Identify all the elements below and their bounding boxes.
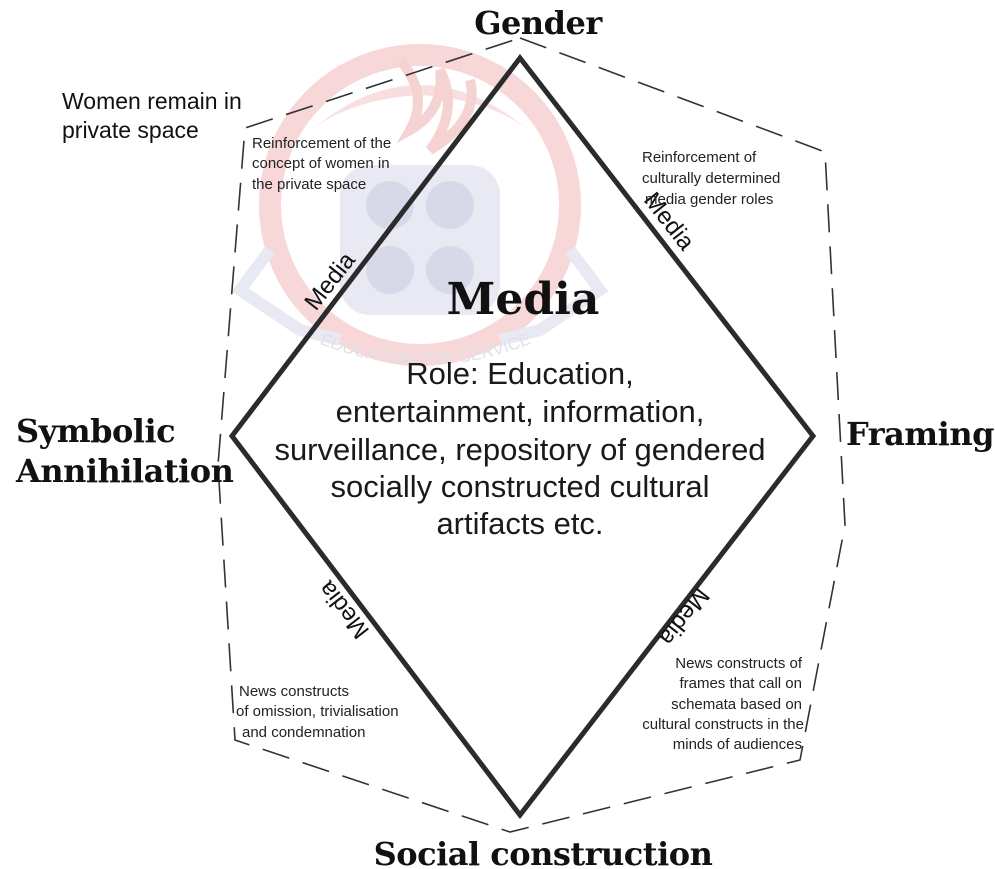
- node-social-construction: Social construction: [374, 835, 713, 869]
- annotation-bottom-right: cultural constructs in the: [642, 716, 804, 733]
- university-crest-icon: EDUCATION FOR SERVICE: [231, 44, 609, 369]
- center-title: Media: [447, 274, 600, 325]
- annotation-bottom-right: News constructs of: [675, 655, 803, 672]
- outer-dashed-boundary: [217, 37, 846, 833]
- node-framing: Framing: [846, 415, 994, 453]
- center-role-line: artifacts etc.: [436, 506, 603, 541]
- annotation-top-left: the private space: [252, 176, 366, 193]
- node-gender: Gender: [474, 4, 603, 42]
- annotation-bottom-right: frames that call on: [679, 675, 802, 692]
- center-role-line: Role: Education,: [406, 356, 633, 391]
- annotation-bottom-left: of omission, trivialisation: [236, 703, 399, 720]
- edge-label-bottom-right: Media: [653, 583, 715, 652]
- annotation-women-private-space: private space: [62, 117, 199, 143]
- annotation-bottom-left: News constructs: [239, 683, 349, 700]
- annotation-bottom-right: minds of audiences: [673, 736, 802, 753]
- annotation-bottom-right: schemata based on: [671, 696, 802, 713]
- annotation-top-right: media gender roles: [645, 191, 773, 208]
- annotation-top-right: culturally determined: [642, 170, 780, 187]
- media-diamond: [228, 53, 817, 820]
- center-role-line: surveillance, repository of gendered: [274, 432, 765, 467]
- center-role-line: entertainment, information,: [336, 394, 705, 429]
- annotation-women-private-space: Women remain in: [62, 88, 242, 114]
- center-role-line: socially constructed cultural: [330, 469, 709, 504]
- annotation-top-left: concept of women in: [252, 155, 390, 172]
- node-symbolic-annihilation-line1: Symbolic: [16, 412, 175, 450]
- annotation-bottom-left: and condemnation: [242, 724, 365, 741]
- annotation-top-left: Reinforcement of the: [252, 135, 391, 152]
- node-symbolic-annihilation-line2: Annihilation: [15, 452, 234, 490]
- annotation-top-right: Reinforcement of: [642, 149, 757, 166]
